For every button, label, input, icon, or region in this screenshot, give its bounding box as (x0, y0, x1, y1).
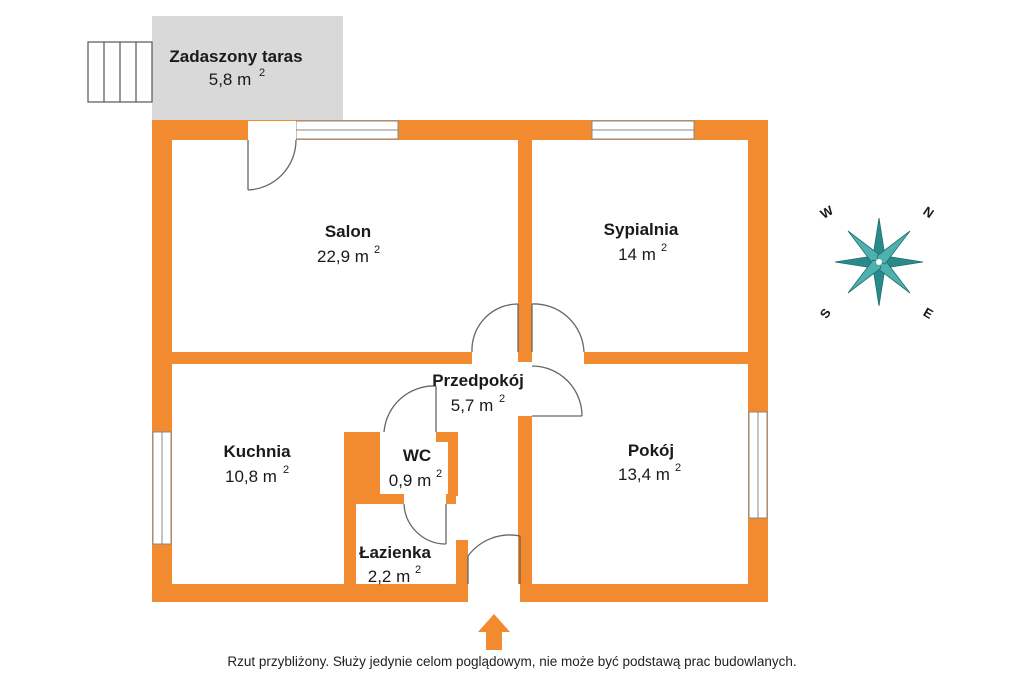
terrace-area-exp: 2 (259, 67, 265, 79)
compass-w: W (818, 202, 837, 221)
stairs-icon (87, 41, 153, 103)
compass-n: N (920, 203, 936, 221)
pokoj-area-exp: 2 (675, 462, 681, 474)
lazienka-area-exp: 2 (415, 564, 421, 576)
wc-area-label: 0,9 m (389, 471, 432, 490)
kuchnia-name: Kuchnia (223, 442, 291, 461)
disclaimer-caption: Rzut przybliżony. Służy jedynie celom po… (227, 654, 797, 669)
kuchnia-area-exp: 2 (283, 464, 289, 476)
salon-name: Salon (325, 222, 371, 241)
terrace-area-label: 5,8 m (209, 70, 252, 89)
windows (152, 120, 768, 545)
lazienka-name: Łazienka (359, 543, 431, 562)
door-openings (248, 121, 584, 602)
kuchnia-area-label: 10,8 m (225, 467, 277, 486)
salon-area-exp: 2 (374, 244, 380, 256)
terrace-area (152, 16, 343, 120)
przedpokoj-area-label: 5,7 m (451, 396, 494, 415)
compass-rose-icon (834, 217, 924, 307)
salon-area-label: 22,9 m (317, 247, 369, 266)
przedpokoj-area-exp: 2 (499, 393, 505, 405)
compass-e: E (921, 304, 936, 321)
sypialnia-name: Sypialnia (604, 220, 679, 239)
wc-name: WC (403, 446, 431, 465)
entrance-arrow-icon (478, 614, 510, 650)
terrace-name: Zadaszony taras (169, 47, 302, 66)
compass-s: S (817, 305, 834, 321)
sypialnia-area-label: 14 m (618, 245, 656, 264)
door-swings (247, 139, 585, 584)
przedpokoj-name: Przedpokój (432, 371, 524, 390)
pokoj-area-label: 13,4 m (618, 465, 670, 484)
lazienka-area-label: 2,2 m (368, 567, 411, 586)
pokoj-name: Pokój (628, 441, 674, 460)
sypialnia-area-exp: 2 (661, 242, 667, 254)
wc-area-exp: 2 (436, 468, 442, 480)
